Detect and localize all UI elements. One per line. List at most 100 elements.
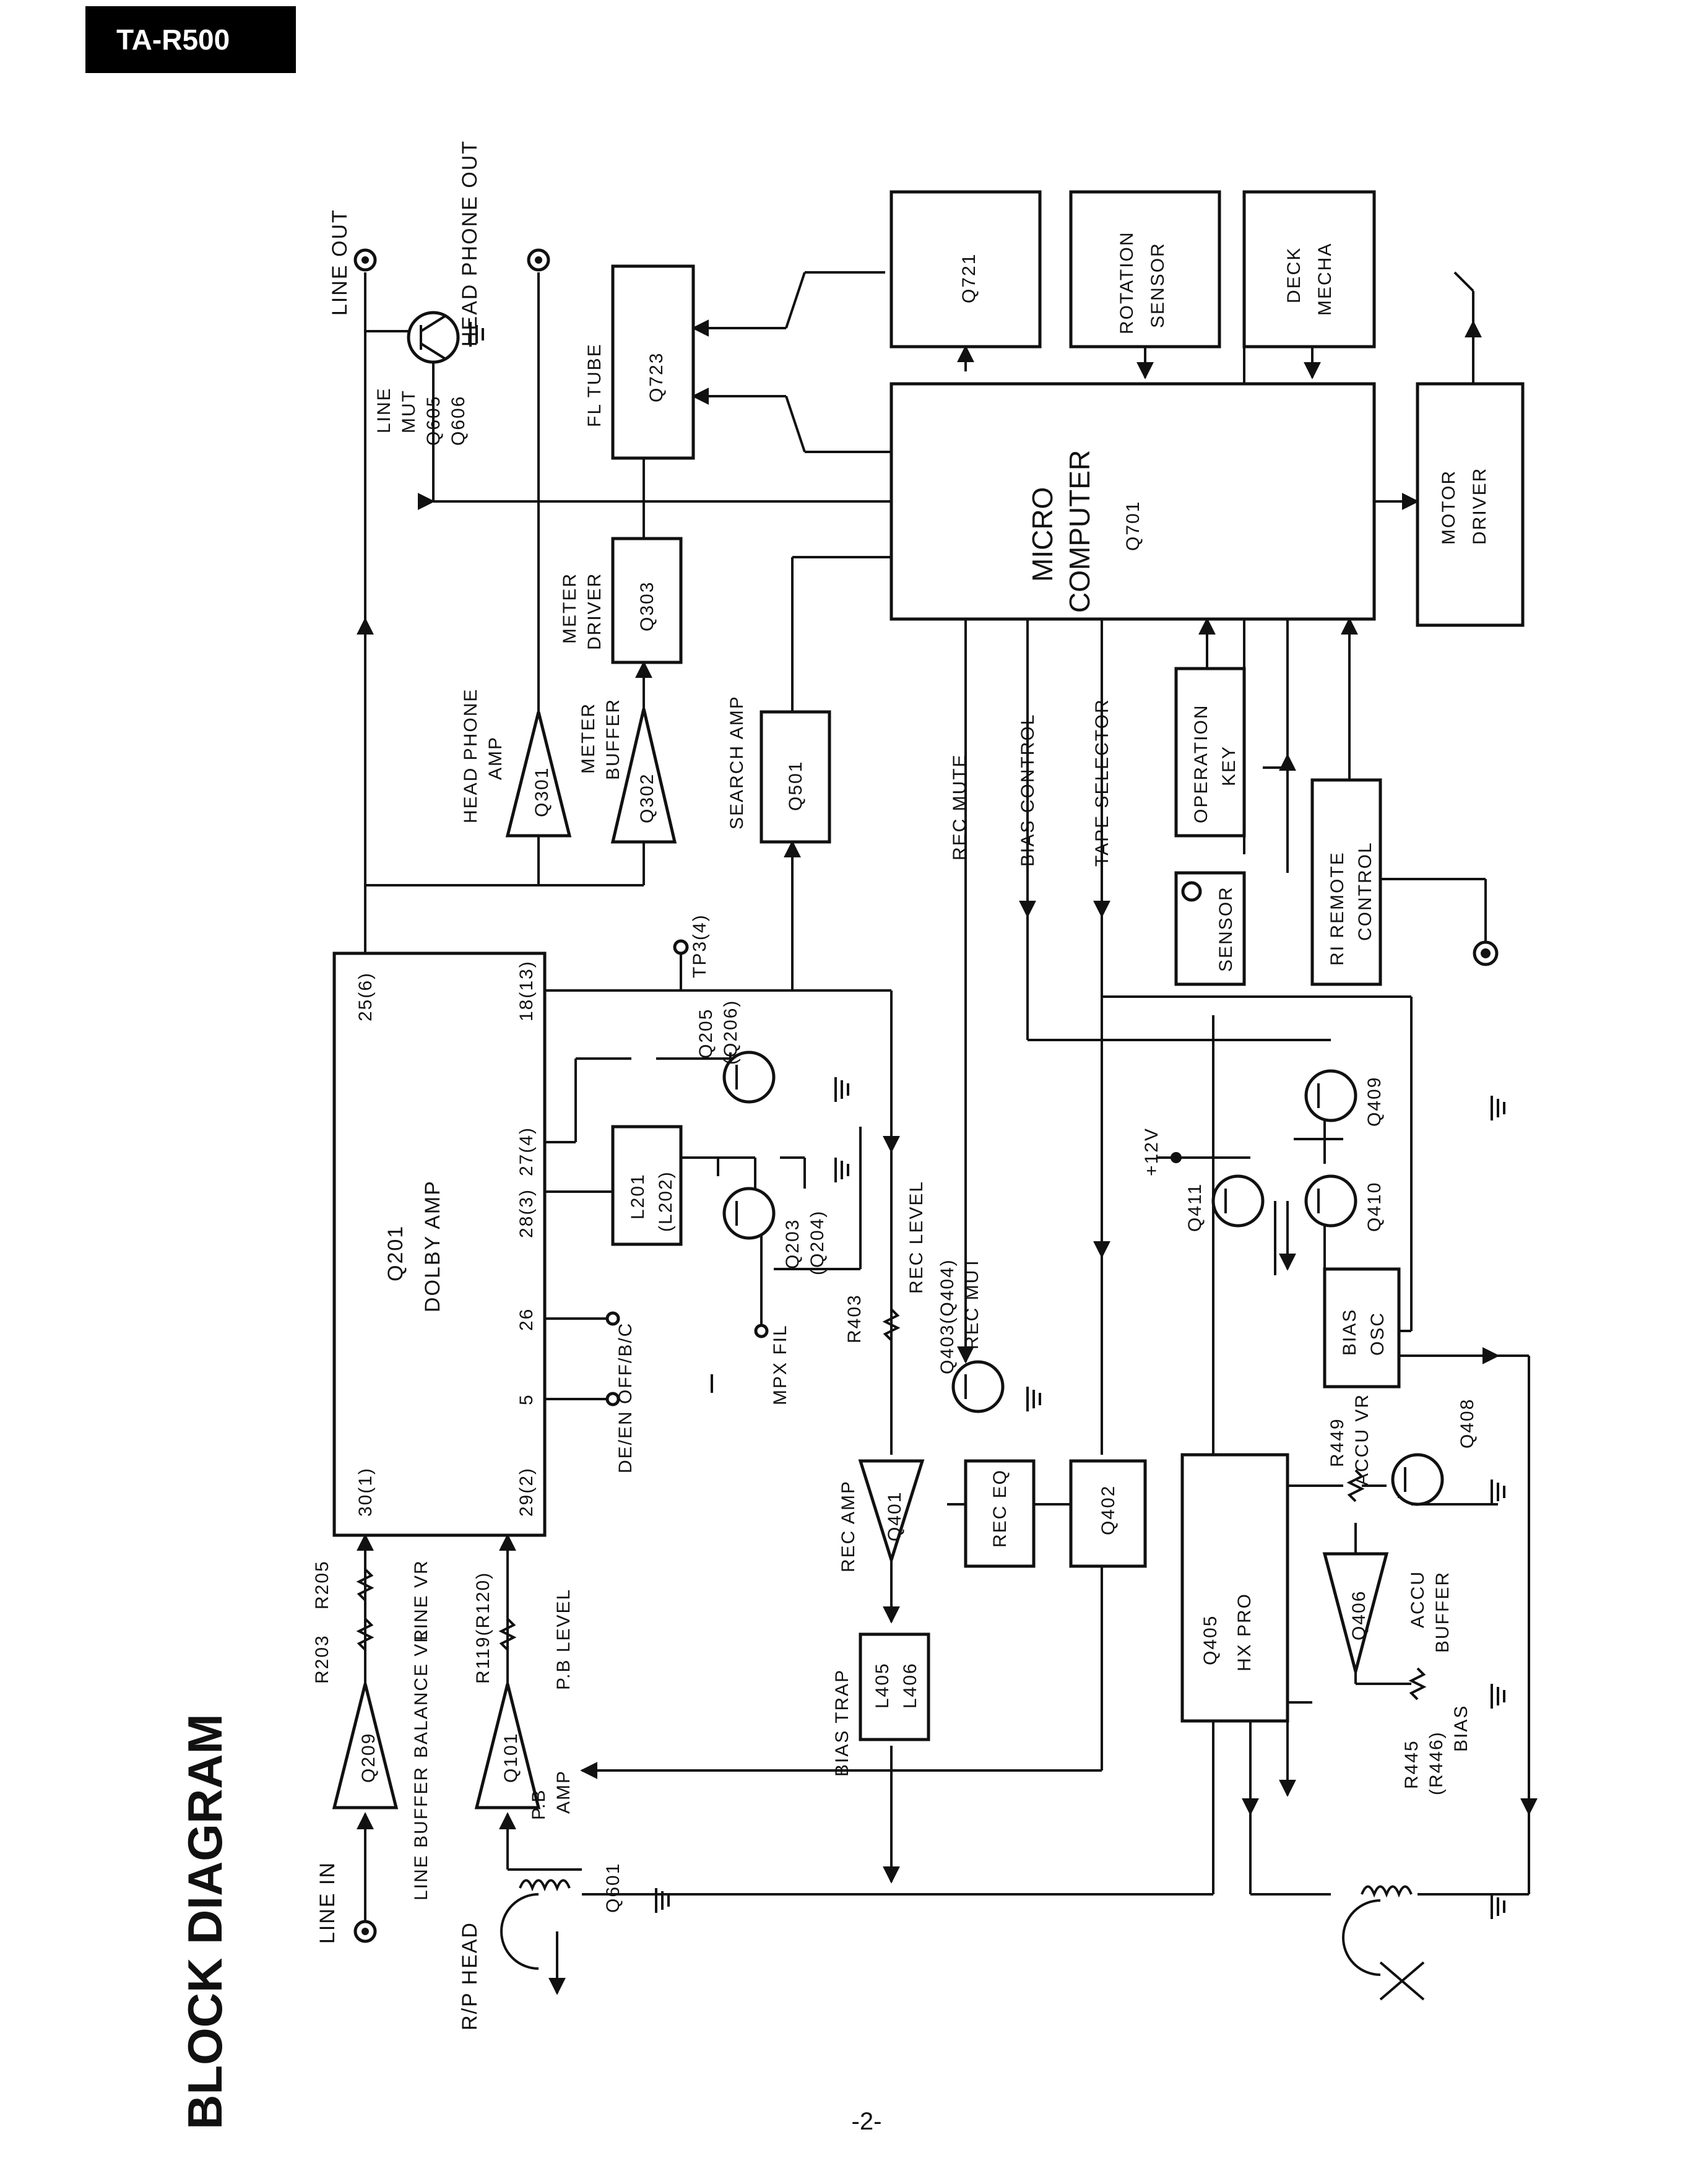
svg-text:COMPUTER: COMPUTER — [1063, 450, 1096, 613]
svg-text:BIAS: BIAS — [1451, 1705, 1471, 1752]
bias-trap-block: L405 L406 — [859, 1632, 930, 1741]
jacks — [353, 248, 1499, 1943]
bias-osc-block: BIAS OSC — [1323, 1267, 1401, 1389]
rec-eq-block: REC EQ — [964, 1459, 1036, 1568]
svg-text:HEAD PHONE: HEAD PHONE — [461, 688, 481, 823]
svg-text:MECHA: MECHA — [1315, 243, 1335, 316]
q605-transistor-icon — [407, 311, 460, 364]
svg-text:REC LEVEL: REC LEVEL — [906, 1181, 927, 1294]
q205-transistor-icon — [722, 1051, 776, 1104]
q411-transistor-icon — [1211, 1174, 1265, 1228]
svg-text:REC MUTE: REC MUTE — [950, 753, 970, 860]
operation-key-block[interactable]: OPERATION KEY — [1174, 667, 1246, 838]
svg-text:Q402: Q402 — [1098, 1485, 1119, 1535]
q721-block: Q721 — [889, 190, 1042, 349]
svg-text:R203: R203 — [312, 1634, 332, 1684]
q402-block: Q402 — [1069, 1459, 1147, 1568]
component-labels: LINE BUFFER BALANCE VR LINE VR R203 R205… — [312, 343, 1478, 1913]
svg-text:P.B: P.B — [529, 1789, 549, 1821]
svg-text:OSC: OSC — [1367, 1312, 1388, 1356]
r119-resistor-icon — [498, 1618, 517, 1651]
svg-text:Q408: Q408 — [1457, 1398, 1478, 1449]
svg-text:L405: L405 — [872, 1662, 893, 1709]
en-terminal — [605, 1311, 620, 1326]
svg-text:REC EQ: REC EQ — [990, 1469, 1010, 1548]
svg-text:MICRO: MICRO — [1026, 487, 1058, 582]
svg-text:KEY: KEY — [1219, 745, 1239, 786]
svg-text:(L202): (L202) — [656, 1171, 676, 1232]
q408-transistor-icon — [1391, 1453, 1444, 1506]
svg-text:Q410: Q410 — [1364, 1182, 1385, 1232]
svg-text:DOLBY AMP: DOLBY AMP — [421, 1180, 444, 1312]
head-phone-out-label: HEAD PHONE OUT — [458, 140, 482, 347]
svg-text:LINE: LINE — [374, 387, 394, 433]
svg-text:30(1): 30(1) — [355, 1467, 376, 1517]
svg-text:BIAS: BIAS — [1340, 1309, 1360, 1356]
svg-text:HX PRO: HX PRO — [1234, 1593, 1255, 1671]
svg-text:DRIVER: DRIVER — [584, 573, 605, 650]
svg-text:DECK: DECK — [1284, 247, 1304, 303]
r203-resistor-icon — [356, 1618, 374, 1651]
svg-text:29(2): 29(2) — [516, 1467, 537, 1517]
sensor-block: SENSOR — [1174, 871, 1246, 986]
r449-resistor-icon — [1346, 1469, 1365, 1502]
svg-text:Q201: Q201 — [384, 1225, 407, 1281]
q101-pb-amp: Q101 — [474, 1683, 541, 1809]
sensor-icon — [1181, 881, 1202, 902]
svg-text:RI REMOTE: RI REMOTE — [1327, 851, 1348, 966]
svg-text:Q405: Q405 — [1200, 1615, 1221, 1665]
q501-search-amp: Q501 — [760, 710, 831, 844]
svg-text:AMP: AMP — [553, 1770, 574, 1814]
l201-coil: L201 (L202) — [611, 1125, 683, 1246]
q203-transistor-icon — [722, 1187, 776, 1240]
svg-text:METER: METER — [560, 573, 580, 644]
svg-text:25(6): 25(6) — [355, 972, 376, 1021]
page-number: -2- — [851, 2108, 882, 2135]
svg-text:Q303: Q303 — [637, 581, 657, 631]
svg-text:BUFFER: BUFFER — [1432, 1571, 1453, 1653]
svg-text:Q302: Q302 — [637, 773, 657, 823]
motor-driver-block: MOTOR DRIVER — [1416, 382, 1525, 627]
dolby-amp-block: Q201 DOLBY AMP 30(1) 29(2) 5 26 28(3) 27… — [332, 951, 547, 1537]
svg-text:+12V: +12V — [1141, 1127, 1162, 1176]
svg-text:L406: L406 — [900, 1662, 920, 1709]
svg-text:BUFFER: BUFFER — [603, 698, 623, 780]
svg-text:Q606: Q606 — [448, 396, 469, 446]
fl-tube-block: Q723 — [611, 264, 695, 460]
signal-wires — [357, 271, 1538, 1931]
svg-text:LINE VR: LINE VR — [411, 1559, 431, 1640]
svg-text:Q409: Q409 — [1364, 1077, 1385, 1127]
hx-pro-block: Q405 HX PRO — [1180, 1453, 1289, 1723]
q301-head-phone-amp: Q301 — [505, 711, 572, 838]
svg-text:AMP: AMP — [485, 736, 506, 780]
tp3-test-point[interactable] — [673, 939, 689, 955]
line-out-label: LINE OUT — [328, 209, 352, 316]
svg-text:Q406: Q406 — [1349, 1590, 1369, 1640]
svg-text:Q501: Q501 — [786, 761, 806, 811]
svg-text:BIAS TRAP: BIAS TRAP — [832, 1669, 852, 1777]
svg-text:Q411: Q411 — [1185, 1183, 1205, 1232]
svg-text:SEARCH AMP: SEARCH AMP — [727, 695, 747, 830]
svg-text:FL TUBE: FL TUBE — [584, 343, 605, 427]
svg-text:Q101: Q101 — [501, 1733, 521, 1783]
svg-text:Q403(Q404): Q403(Q404) — [937, 1259, 958, 1374]
svg-text:ACCU: ACCU — [1408, 1571, 1428, 1628]
q401-rec-amp: Q401 — [858, 1459, 925, 1566]
q303-meter-driver: Q303 — [611, 537, 683, 664]
q403-transistor-icon — [951, 1360, 1005, 1413]
v12-node — [1171, 1152, 1182, 1163]
ground-icons — [469, 322, 1505, 1919]
q302-meter-buffer: Q302 — [610, 708, 677, 844]
rp-head-icon — [500, 1868, 582, 1995]
svg-text:TAPE SELECTOR: TAPE SELECTOR — [1092, 698, 1112, 867]
svg-text:28(3): 28(3) — [516, 1189, 537, 1238]
svg-text:CONTROL: CONTROL — [1355, 841, 1375, 941]
model-number-tab: TA-R500 — [85, 6, 296, 73]
svg-text:P.B LEVEL: P.B LEVEL — [553, 1588, 574, 1690]
svg-text:5: 5 — [516, 1393, 537, 1405]
svg-text:Q701: Q701 — [1123, 501, 1143, 551]
micro-computer-block: MICRO COMPUTER Q701 — [889, 382, 1376, 621]
svg-text:DE/EN OFF/B/C: DE/EN OFF/B/C — [615, 1322, 636, 1473]
svg-text:26: 26 — [516, 1308, 537, 1331]
rotation-sensor-block: ROTATION SENSOR — [1069, 190, 1221, 349]
